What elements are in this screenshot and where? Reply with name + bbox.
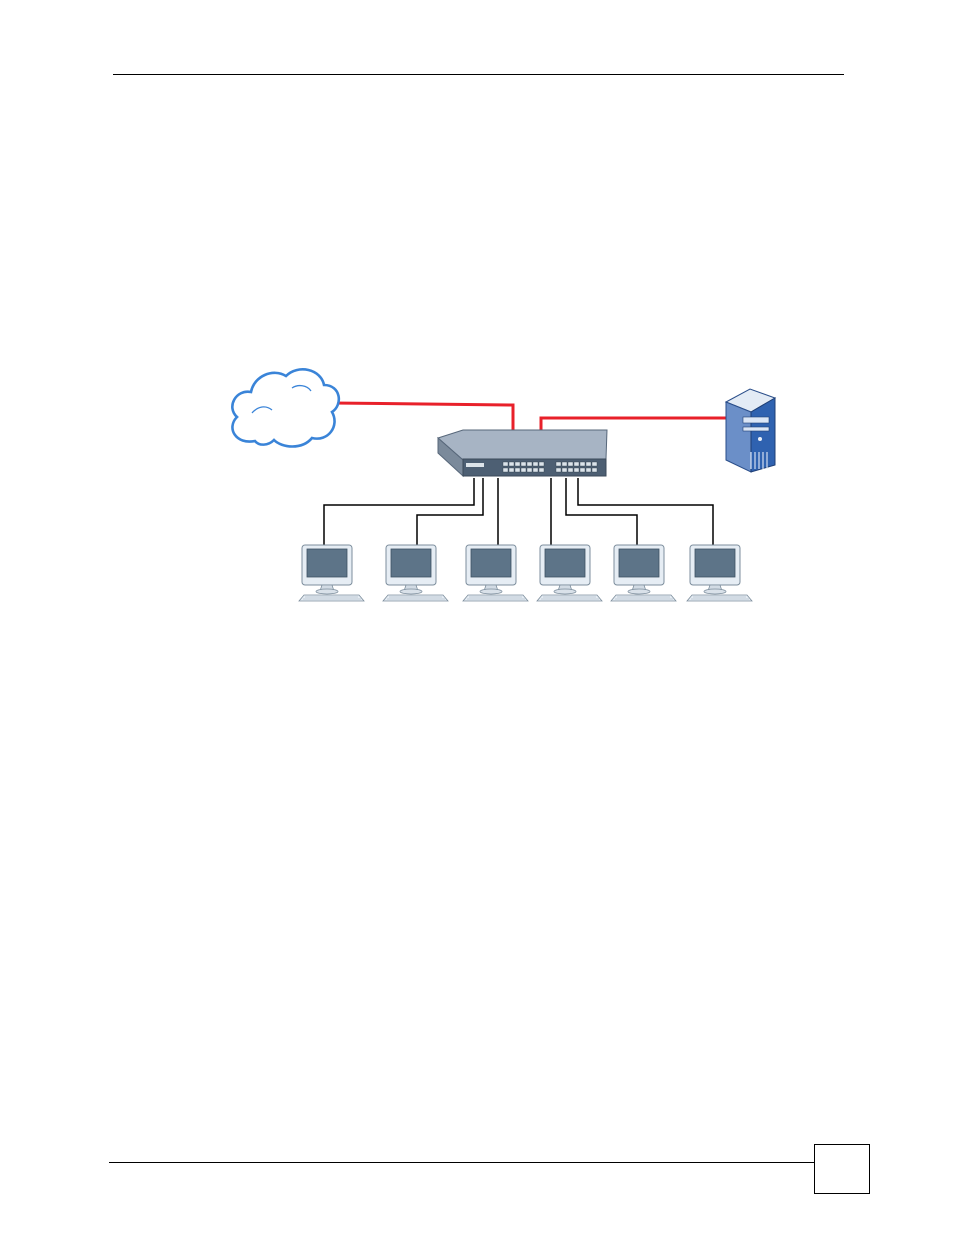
downlinks xyxy=(324,478,713,547)
computer-pc4 xyxy=(537,545,602,601)
computer-pc5 xyxy=(611,545,676,601)
downlink-pc1 xyxy=(324,478,474,547)
page-number-box xyxy=(814,1144,870,1194)
computer-icon xyxy=(687,545,752,601)
downlink-pc2 xyxy=(417,478,483,547)
network-switch-icon xyxy=(438,430,607,476)
downlink-pc6 xyxy=(578,478,713,547)
computer-pc6 xyxy=(687,545,752,601)
computer-pc3 xyxy=(463,545,528,601)
footer-rule xyxy=(109,1162,814,1163)
server-tower-icon xyxy=(726,389,775,472)
computer-icon xyxy=(537,545,602,601)
computer-icon xyxy=(611,545,676,601)
computer-pc1 xyxy=(299,545,364,601)
computer-icon xyxy=(463,545,528,601)
computer-icon xyxy=(299,545,364,601)
cloud-icon xyxy=(232,369,338,446)
computer-pc2 xyxy=(383,545,448,601)
downlink-pc5 xyxy=(566,478,637,547)
computer-icon xyxy=(383,545,448,601)
uplink-cloud-switch xyxy=(332,403,513,434)
